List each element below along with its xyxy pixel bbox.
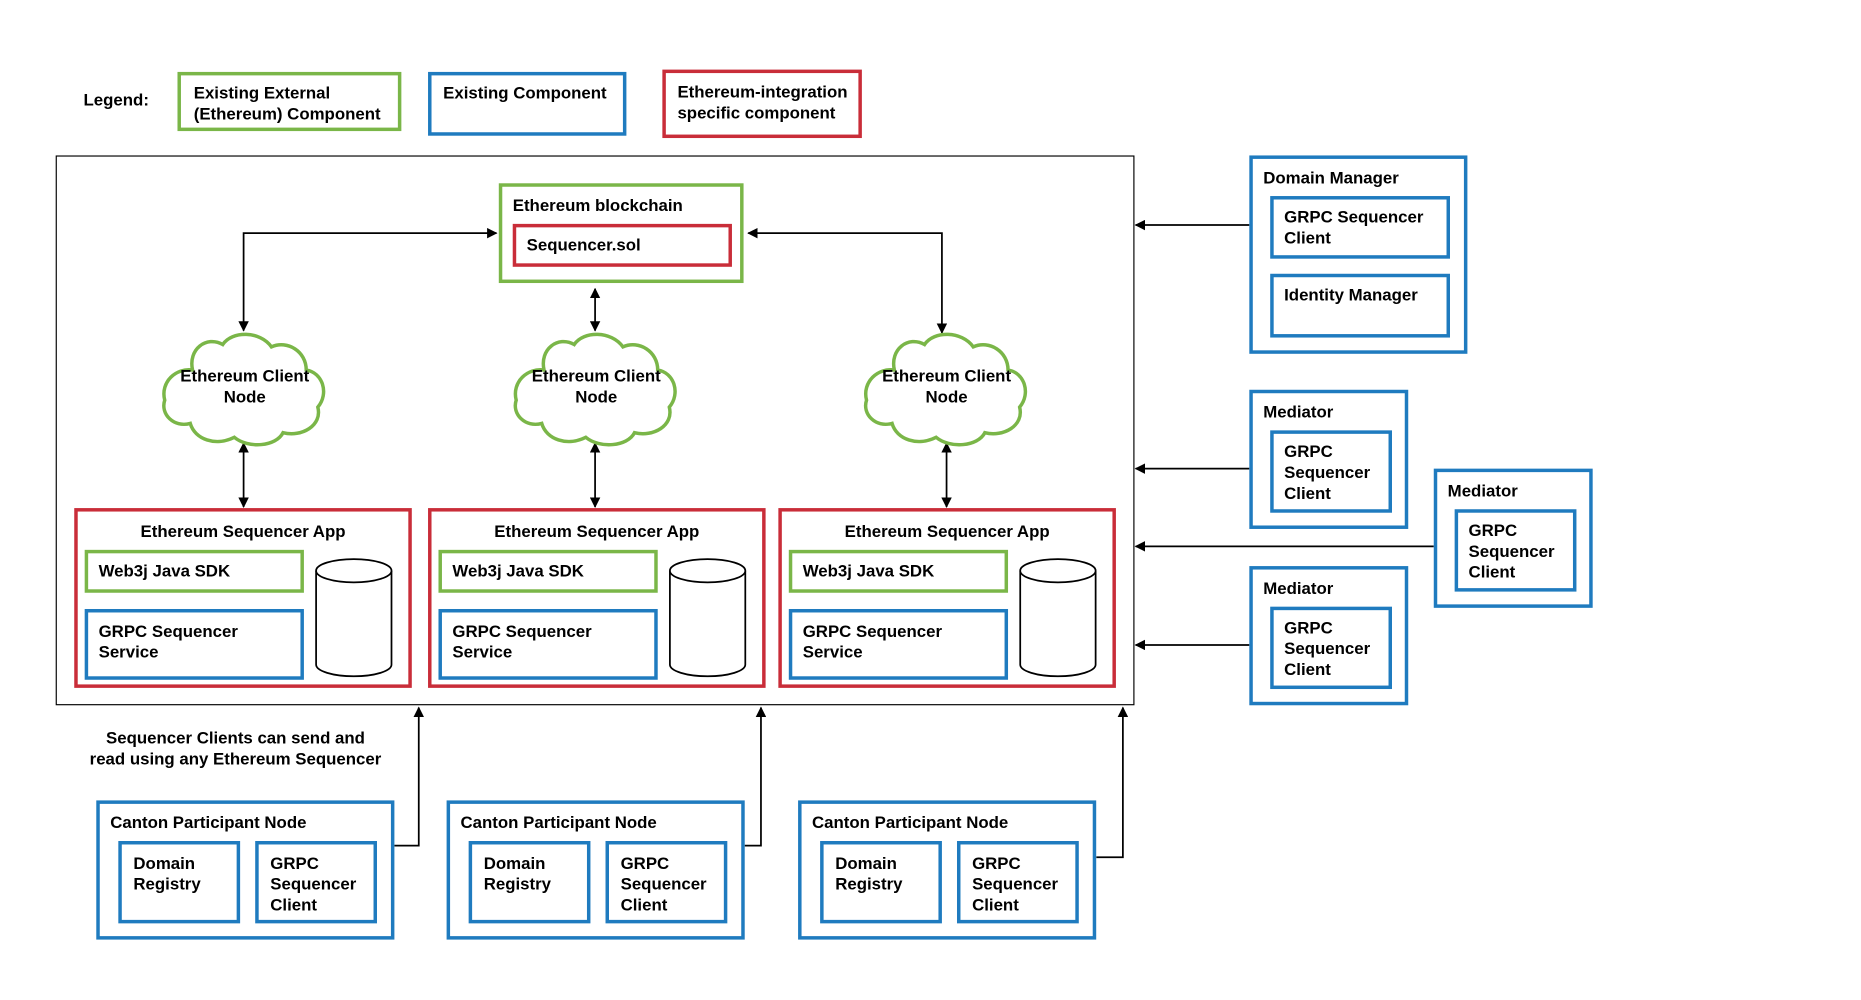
architecture-diagram: Legend: Existing External (Ethereum) Com… — [55, 69, 1593, 940]
canton-participant-node-3: Canton Participant Node Domain Registry … — [798, 800, 1097, 940]
domain-registry-label: Domain Registry — [835, 854, 903, 895]
ethereum-client-node-2: Ethereum Client Node — [512, 328, 681, 449]
mediator-2: Mediator GRPC Sequencer Client — [1433, 468, 1593, 608]
identity-manager: Identity Manager — [1270, 273, 1450, 338]
canton-participant-node-2: Canton Participant Node Domain Registry … — [446, 800, 745, 940]
legend-existing-component: Existing Component — [428, 71, 627, 136]
ethereum-blockchain: Ethereum blockchain Sequencer.sol — [498, 183, 744, 284]
client-node-label: Ethereum Client Node — [180, 367, 310, 408]
web3j-sdk-label: Web3j Java SDK — [452, 562, 584, 582]
identity-manager-label: Identity Manager — [1284, 286, 1418, 306]
legend-existing-text: Existing Component — [443, 84, 607, 104]
sequencer-app-title: Ethereum Sequencer App — [494, 523, 700, 542]
sequencer-app-title: Ethereum Sequencer App — [140, 523, 346, 542]
grpc-sequencer-client-label: GRPC Sequencer Client — [1284, 208, 1424, 249]
grpc-sequencer-client: GRPC Sequencer Client — [1454, 509, 1577, 592]
sequencer-contract-label: Sequencer.sol — [526, 236, 641, 256]
grpc-sequencer-client: GRPC Sequencer Client — [1270, 606, 1392, 690]
sequencer-contract: Sequencer.sol — [512, 223, 732, 267]
legend-integration-text: Ethereum-integration specific component — [677, 83, 848, 123]
domain-manager-title: Domain Manager — [1263, 169, 1399, 188]
domain-manager: Domain Manager GRPC Sequencer Client Ide… — [1249, 155, 1468, 354]
grpc-sequencer-client: GRPC Sequencer Client — [957, 841, 1079, 924]
mediator-3: Mediator GRPC Sequencer Client — [1249, 566, 1409, 706]
client-node-label: Ethereum Client Node — [531, 367, 661, 408]
grpc-sequencer-client-label: GRPC Sequencer Client — [972, 854, 1059, 916]
ethereum-sequencer-app-1: Ethereum Sequencer App Web3j Java SDK GR… — [74, 508, 412, 688]
grpc-sequencer-client: GRPC Sequencer Client — [605, 841, 728, 924]
ethereum-client-node-3: Ethereum Client Node — [862, 328, 1031, 449]
grpc-sequencer-client: GRPC Sequencer Client — [255, 841, 377, 924]
mediator-title: Mediator — [1263, 403, 1334, 423]
grpc-sequencer-client-label: GRPC Sequencer Client — [1284, 619, 1371, 680]
sequencer-clients-note: Sequencer Clients can send and read usin… — [89, 729, 382, 770]
database-icon — [1019, 558, 1097, 678]
canton-participant-node-1: Canton Participant Node Domain Registry … — [96, 800, 395, 940]
grpc-sequencer-client-label: GRPC Sequencer Client — [1284, 443, 1371, 504]
database-icon — [315, 558, 393, 678]
web3j-sdk-label: Web3j Java SDK — [802, 562, 935, 582]
domain-registry: Domain Registry — [468, 841, 591, 924]
web3j-sdk: Web3j Java SDK — [438, 549, 658, 593]
web3j-sdk-label: Web3j Java SDK — [98, 562, 231, 582]
grpc-sequencer-client: GRPC Sequencer Client — [1270, 196, 1450, 259]
mediator-title: Mediator — [1447, 482, 1518, 502]
participant-node-title: Canton Participant Node — [812, 814, 1009, 833]
arrow-participant-2 — [743, 706, 767, 847]
domain-registry: Domain Registry — [118, 841, 241, 924]
grpc-sequencer-service-label: GRPC Sequencer Service — [98, 622, 238, 663]
grpc-sequencer-service: GRPC Sequencer Service — [438, 609, 658, 680]
domain-registry-label: Domain Registry — [483, 854, 552, 895]
grpc-sequencer-service: GRPC Sequencer Service — [84, 609, 304, 680]
grpc-sequencer-service-label: GRPC Sequencer Service — [802, 622, 943, 663]
grpc-sequencer-client-label: GRPC Sequencer Client — [270, 854, 357, 916]
grpc-sequencer-client-label: GRPC Sequencer Client — [620, 854, 707, 916]
grpc-sequencer-client-label: GRPC Sequencer Client — [1468, 522, 1555, 583]
ethereum-sequencer-app-3: Ethereum Sequencer App Web3j Java SDK GR… — [778, 508, 1116, 688]
legend-integration-component: Ethereum-integration specific component — [662, 69, 862, 139]
arrow-participant-3 — [1096, 706, 1129, 859]
web3j-sdk: Web3j Java SDK — [788, 549, 1009, 593]
ethereum-sequencer-app-2: Ethereum Sequencer App Web3j Java SDK GR… — [428, 508, 766, 688]
domain-registry-label: Domain Registry — [133, 854, 201, 895]
cloud-icon — [162, 332, 326, 447]
grpc-sequencer-service: GRPC Sequencer Service — [788, 609, 1009, 680]
ethereum-client-node-1: Ethereum Client Node — [160, 328, 329, 449]
cloud-icon — [513, 332, 677, 447]
client-node-label: Ethereum Client Node — [882, 367, 1012, 408]
cloud-icon — [863, 332, 1028, 447]
sequencer-app-title: Ethereum Sequencer App — [844, 523, 1050, 542]
mediator-title: Mediator — [1263, 580, 1334, 599]
legend-external-text: Existing External (Ethereum) Component — [193, 84, 381, 125]
web3j-sdk: Web3j Java SDK — [84, 549, 304, 593]
blockchain-title: Ethereum blockchain — [512, 197, 683, 216]
participant-node-title: Canton Participant Node — [460, 814, 657, 833]
grpc-sequencer-client: GRPC Sequencer Client — [1270, 430, 1392, 513]
database-icon — [669, 558, 747, 678]
legend-external-component: Existing External (Ethereum) Component — [177, 71, 402, 132]
participant-node-title: Canton Participant Node — [110, 814, 307, 833]
legend-label: Legend: — [83, 91, 149, 111]
mediator-1: Mediator GRPC Sequencer Client — [1249, 389, 1409, 529]
ethereum-domain-container — [55, 155, 1135, 706]
grpc-sequencer-service-label: GRPC Sequencer Service — [452, 622, 592, 663]
domain-registry: Domain Registry — [820, 841, 942, 924]
